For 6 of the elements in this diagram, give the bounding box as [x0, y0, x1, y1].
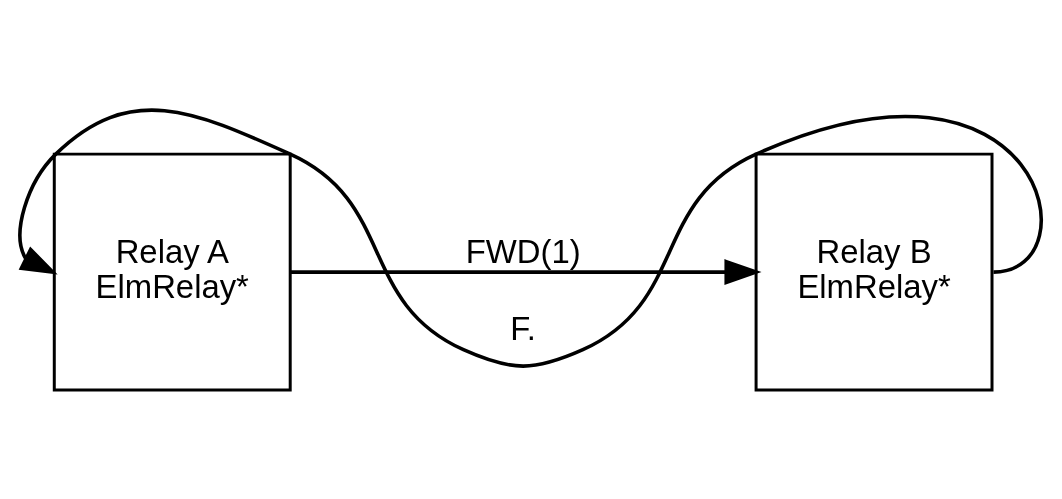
edge-label: F.: [510, 310, 536, 348]
node-box: Relay A ElmRelay*: [52, 152, 292, 392]
edge-label: FWD(1): [465, 232, 581, 270]
arrow: [290, 259, 762, 286]
node-box: Relay B ElmRelay*: [754, 152, 994, 392]
arrow: [18, 108, 1043, 368]
